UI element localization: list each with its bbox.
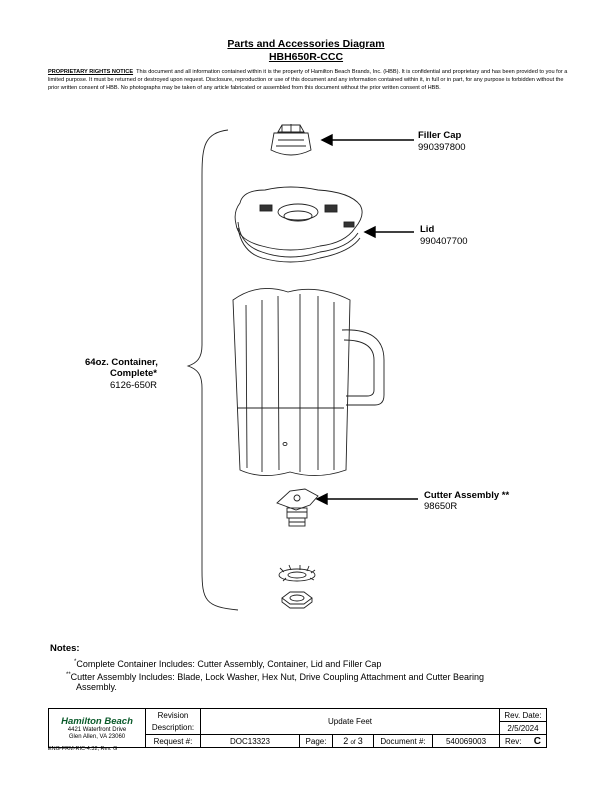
hex-nut-drawing xyxy=(281,591,313,609)
arrow-head-icon xyxy=(363,225,376,239)
arrow-head-icon xyxy=(320,133,333,147)
revision-label: Revision xyxy=(145,708,201,722)
container-drawing xyxy=(232,287,385,476)
lid-drawing xyxy=(234,186,363,263)
page-title: Parts and Accessories Diagram xyxy=(227,38,385,50)
cutter-assembly-drawing xyxy=(276,488,319,527)
page-label: Page: xyxy=(299,734,333,748)
container-name-line1: 64oz. Container, xyxy=(85,357,158,368)
cutter-number: 98650R xyxy=(424,501,458,512)
request-label: Request #: xyxy=(145,734,201,748)
rev-date-value: 2/5/2024 xyxy=(499,721,547,735)
page-of: of xyxy=(350,740,356,746)
note-2-mark: ** xyxy=(66,672,71,678)
filler-cap-name: Filler Cap xyxy=(418,130,462,141)
company-address-2: Glen Allen, VA 23060 xyxy=(68,733,126,740)
rev-date-label: Rev. Date: xyxy=(499,708,547,722)
note-2-text-line1: Cutter Assembly Includes: Blade, Lock Wa… xyxy=(70,672,485,682)
rev-label: Rev: xyxy=(505,736,522,746)
page-value: 2 of 3 xyxy=(332,734,374,748)
cutter-name: Cutter Assembly ** xyxy=(424,490,510,501)
notice-text: This document and all information contai… xyxy=(48,69,568,91)
note-1-mark: * xyxy=(74,659,77,665)
proprietary-notice: PROPRIETARY RIGHTS NOTICE This document … xyxy=(48,68,568,92)
container-name-line2: Complete* xyxy=(110,368,157,379)
description-label: Description: xyxy=(145,721,201,735)
note-1: *Complete Container Includes: Cutter Ass… xyxy=(74,656,381,670)
description-value: Update Feet xyxy=(200,708,500,735)
filler-cap-drawing xyxy=(270,124,312,156)
document-label: Document #: xyxy=(373,734,433,748)
filler-cap-number: 990397800 xyxy=(418,142,466,153)
form-number: ENG-FRM-RIC-4.32, Rev. G xyxy=(48,746,118,752)
page-number: 2 xyxy=(343,736,349,746)
title-block: Hamilton Beach 4421 Waterfront Drive Gle… xyxy=(48,708,547,748)
container-number: 6126-650R xyxy=(110,380,158,391)
model-number: HBH650R-CCC xyxy=(268,51,344,63)
company-logo: Hamilton Beach xyxy=(61,715,133,727)
request-value: DOC13323 xyxy=(200,734,300,748)
note-2: **Cutter Assembly Includes: Blade, Lock … xyxy=(66,669,566,683)
notice-heading: PROPRIETARY RIGHTS NOTICE xyxy=(48,69,134,75)
page-total: 3 xyxy=(357,736,363,746)
rev-cell: Rev: C xyxy=(499,734,547,748)
lid-name: Lid xyxy=(420,224,435,235)
document-value: 540069003 xyxy=(432,734,500,748)
note-1-text: Complete Container Includes: Cutter Asse… xyxy=(76,659,382,669)
note-2-continued: Assembly. xyxy=(76,682,117,692)
company-cell: Hamilton Beach 4421 Waterfront Drive Gle… xyxy=(48,708,146,748)
notes-heading: Notes: xyxy=(50,643,80,654)
rev-value: C xyxy=(533,735,541,747)
arrow-head-icon xyxy=(315,492,328,506)
lock-washer-drawing xyxy=(278,564,316,582)
lid-number: 990407700 xyxy=(420,236,468,247)
container-brace xyxy=(186,129,239,611)
company-address-1: 4421 Waterfront Drive xyxy=(67,726,127,733)
